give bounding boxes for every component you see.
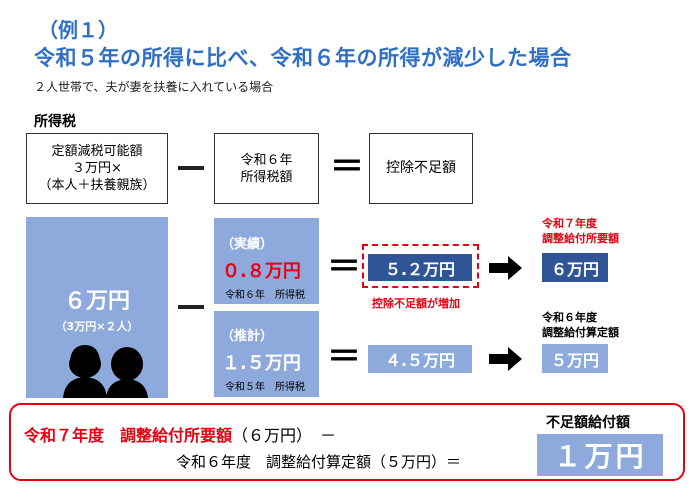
estimate-tax-block: （推計） １.５万円 令和５年 所得税 <box>214 311 319 397</box>
formula-box-tax-line1: 令和６年 <box>240 152 293 168</box>
formula-box-shortfall: 控除不足額 <box>369 133 473 204</box>
formula-box-reduction: 定額減税可能額 ３万円× （本人＋扶養親族） <box>26 133 168 204</box>
shortfall-value: １万円 <box>537 434 663 476</box>
final-label-r6-year: 令和６年度 <box>542 311 597 324</box>
final-label-r7-name: 調整給付所要額 <box>542 232 619 245</box>
estimate-tax-amount: １.５万円 <box>222 353 301 374</box>
summary-line2: 令和６年度 調整給付算定額（５万円）＝ <box>176 453 462 471</box>
final-value-r6: ５万円 <box>542 344 608 373</box>
summary-line1-red: 令和７年度 調整給付所要額 <box>24 426 233 445</box>
summary-line1: 令和７年度 調整給付所要額（６万円） － <box>24 422 336 446</box>
estimate-shortfall-result: ４.５万円 <box>368 345 472 373</box>
equals-sign-estimate: ＝ <box>327 337 361 377</box>
formula-box-reduction-line3: （本人＋扶養親族） <box>38 178 156 193</box>
reduction-amount-block: ６万円 （3万円×２人） <box>26 217 168 398</box>
equals-sign: ＝ <box>330 147 364 187</box>
actual-shortfall-result: ５.２万円 <box>368 254 472 281</box>
actual-tag: （実績） <box>221 237 274 252</box>
formula-box-reduction-line2: ３万円× <box>72 161 122 176</box>
formula-box-shortfall-label: 控除不足額 <box>386 160 456 176</box>
final-label-r7: 令和７年度 調整給付所要額 <box>542 216 619 246</box>
estimate-caption: 令和５年 所得税 <box>225 382 305 393</box>
actual-caption: 令和６年 所得税 <box>225 290 305 301</box>
actual-result-note: 控除不足額が増加 <box>372 297 460 310</box>
summary-line1-rest: （６万円） － <box>232 426 337 445</box>
final-label-r7-year: 令和７年度 <box>542 217 597 230</box>
final-label-r6-name: 調整給付算定額 <box>542 326 619 339</box>
estimate-tag: （推計） <box>221 329 274 344</box>
actual-tax-amount: ０.８万円 <box>222 261 301 282</box>
page-subtitle: ２人世帯で、夫が妻を扶養に入れている場合 <box>34 80 274 94</box>
minus-sign <box>178 166 204 170</box>
page-title: 令和５年の所得に比べ、令和６年の所得が減少した場合 <box>34 46 572 70</box>
equals-sign-actual: ＝ <box>327 247 361 287</box>
final-value-r7: ６万円 <box>542 253 608 282</box>
arrow-right-icon-2 <box>489 347 522 371</box>
section-label: 所得税 <box>34 114 76 130</box>
final-label-r6: 令和６年度 調整給付算定額 <box>542 310 619 340</box>
actual-result-frame <box>362 244 479 288</box>
shortfall-label: 不足額給付額 <box>546 415 630 431</box>
arrow-right-icon <box>489 256 522 280</box>
formula-box-tax: 令和６年 所得税額 <box>214 133 319 204</box>
people-icon <box>63 345 148 398</box>
minus-sign-large <box>178 305 204 309</box>
example-label: （例１） <box>38 18 118 42</box>
reduction-amount: ６万円 <box>63 289 130 314</box>
actual-tax-block: （実績） ０.８万円 令和６年 所得税 <box>214 218 319 304</box>
formula-box-reduction-line1: 定額減税可能額 <box>51 144 143 159</box>
formula-box-tax-line2: 所得税額 <box>240 169 293 185</box>
reduction-note: （3万円×２人） <box>55 320 139 333</box>
